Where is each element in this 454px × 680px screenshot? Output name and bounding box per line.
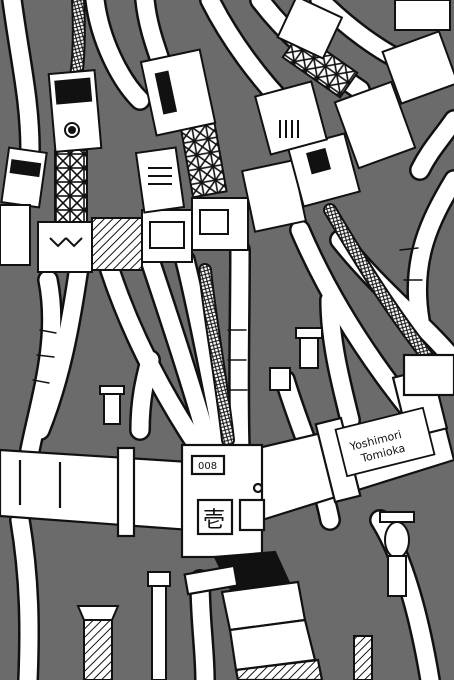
signature-plate: Yoshimori Tomioka [334, 406, 436, 478]
hub-number: 008 [198, 461, 217, 472]
central-hub: 008 壱 [180, 443, 324, 680]
connector-modules [0, 0, 454, 273]
hub-glyph: 壱 [203, 508, 225, 533]
columns [76, 327, 415, 680]
